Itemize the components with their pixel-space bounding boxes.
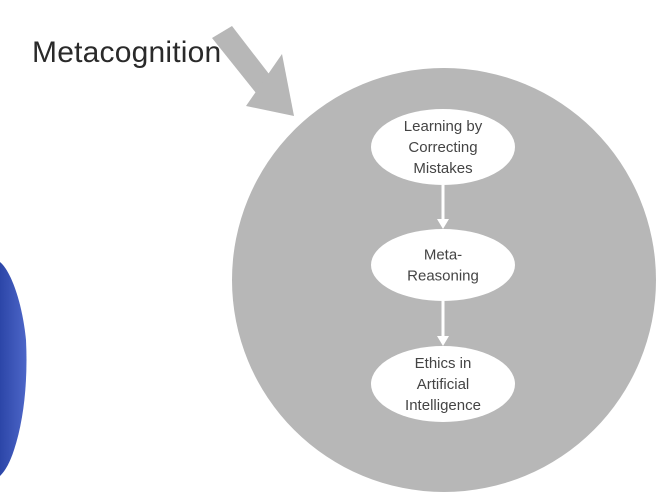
node-label: Learning by	[404, 118, 483, 135]
node-label: Mistakes	[413, 160, 472, 177]
node-meta-reasoning: Meta- Reasoning	[371, 229, 515, 301]
node-ellipse	[371, 346, 515, 422]
connector-arrowhead	[437, 219, 449, 229]
person-figure	[0, 262, 27, 476]
node-label: Intelligence	[405, 397, 481, 414]
node-label: Artificial	[417, 376, 470, 393]
node-label: Correcting	[408, 139, 477, 156]
node-label: Ethics in	[415, 355, 472, 372]
connector-arrowhead	[437, 336, 449, 346]
node-ellipse	[371, 109, 515, 185]
node-label: Reasoning	[407, 268, 479, 285]
pointer-arrow	[212, 26, 294, 116]
node-ellipse	[371, 229, 515, 301]
connector-group	[437, 185, 449, 346]
node-label: Meta-	[424, 247, 462, 264]
slide-title: Metacognition	[32, 36, 222, 69]
